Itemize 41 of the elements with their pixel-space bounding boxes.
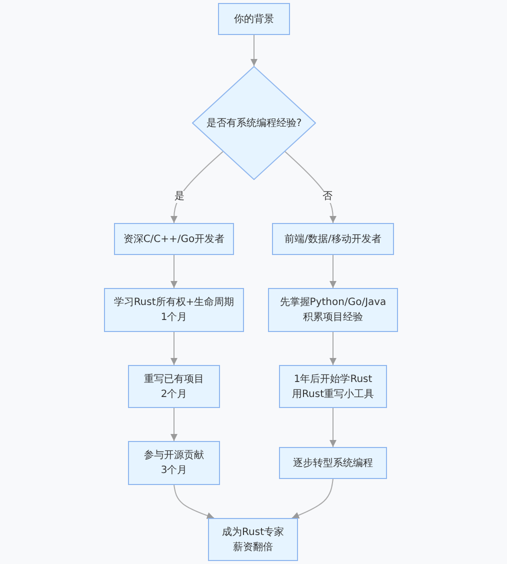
arrow [292,478,334,519]
node-text: 前端/数据/移动开发者 [284,232,382,246]
node-text: 逐步转型系统编程 [293,456,373,470]
node-text: 资深C/C++/Go开发者 [123,232,225,246]
node-text: 1年后开始学Rust [294,372,372,386]
arrow [170,332,178,366]
edge-label: 是 [174,190,186,203]
edge-label: 否 [322,191,334,204]
process-box [128,365,220,408]
node-text: 学习Rust所有权+生命周期 [114,296,234,310]
decision-diamond [192,66,316,180]
node-text: 2个月 [160,388,188,402]
process-box [279,447,387,479]
node-text: 重写已有项目 [144,372,204,386]
process-box [268,288,398,332]
process-box [218,3,290,35]
process-box [114,223,234,255]
process-box [104,288,244,332]
process-box [279,365,387,408]
node-text: 是否有系统编程经验? [206,116,302,130]
process-box [208,518,298,561]
arrow [250,34,258,66]
arrow [330,408,336,448]
node-text: 积累项目经验 [303,311,363,325]
node-text: 1个月 [160,311,188,325]
node-text: 3个月 [160,464,188,478]
arrow [330,254,336,288]
arrow [174,484,214,519]
arrow [170,254,178,288]
arrow [170,408,178,442]
arrow [284,151,336,224]
node-text: 薪资翻倍 [233,540,273,554]
node-text: 用Rust重写小工具 [292,388,374,402]
node-text: 成为Rust专家 [222,526,284,540]
node-text: 参与开源贡献 [144,448,204,463]
arrow [330,332,336,366]
node-text: 先掌握Python/Go/Java [280,296,386,310]
node-text: 你的背景 [234,12,274,26]
process-box [272,223,394,255]
arrow [170,151,224,224]
process-box [128,441,220,485]
